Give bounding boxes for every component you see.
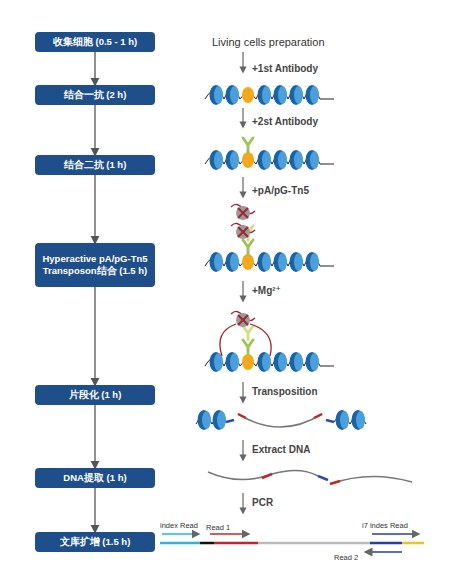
pa-tn5 [231, 223, 255, 239]
process-box: Hyperactive pA/pG-Tn5 Transposon结合 (1.5 … [35, 243, 155, 287]
step-arrows [243, 52, 244, 511]
read-label: index Read [160, 521, 198, 530]
step-text: 结合一抗 (2 h) [64, 89, 127, 101]
primary-antibody [243, 138, 253, 152]
step-label: +pA/pG-Tn5 [252, 185, 309, 196]
step-text: 结合二抗 (1 h) [64, 159, 127, 171]
fragments [196, 410, 366, 430]
process-box: 片段化 (1 h) [35, 385, 155, 405]
read-label: Read 1 [206, 523, 230, 532]
step-text: DNA提取 (1 h) [63, 472, 126, 484]
read-label: i7 indes Read [362, 521, 408, 530]
step-label: Extract DNA [252, 444, 310, 455]
step-label: +2st Antibody [252, 116, 318, 127]
flow-arrow [94, 105, 95, 155]
secondary-antibody [243, 326, 253, 340]
step-text: 收集细胞 (0.5 - 1 h) [53, 36, 137, 48]
flow-arrow [94, 405, 95, 468]
process-box: 结合二抗 (1 h) [35, 155, 155, 175]
chromatin [205, 252, 334, 272]
flow-arrow [94, 488, 95, 532]
primary-antibody [243, 240, 253, 254]
step-label: Transposition [252, 386, 318, 397]
process-box: 收集细胞 (0.5 - 1 h) [35, 32, 155, 52]
extracted-dna [208, 470, 412, 484]
cut-arc [220, 324, 236, 356]
step-label: PCR [252, 497, 273, 508]
flow-arrow [94, 52, 95, 85]
library-fragment [160, 534, 424, 552]
process-box: DNA提取 (1 h) [35, 468, 155, 488]
flow-arrow [94, 175, 95, 243]
step-label: Living cells preparation [212, 36, 325, 48]
step-text: 文库扩增 (1.5 h) [60, 536, 131, 548]
chromatin [205, 85, 334, 105]
process-box: 结合一抗 (2 h) [35, 85, 155, 105]
step-label: +1st Antibody [252, 63, 318, 74]
step-label: +Mg²⁺ [252, 285, 281, 296]
chromatin [205, 352, 334, 372]
step-text: 片段化 (1 h) [69, 389, 122, 401]
primary-antibody [243, 340, 253, 354]
cut-arc [250, 324, 271, 356]
process-box: 文库扩增 (1.5 h) [35, 532, 155, 552]
flow-arrow [94, 287, 95, 385]
pa-tn5 [231, 204, 255, 220]
step-text: Hyperactive pA/pG-Tn5 Transposon结合 (1.5 … [39, 253, 151, 277]
chromatin [205, 150, 334, 170]
read-label: Read 2 [334, 553, 358, 562]
